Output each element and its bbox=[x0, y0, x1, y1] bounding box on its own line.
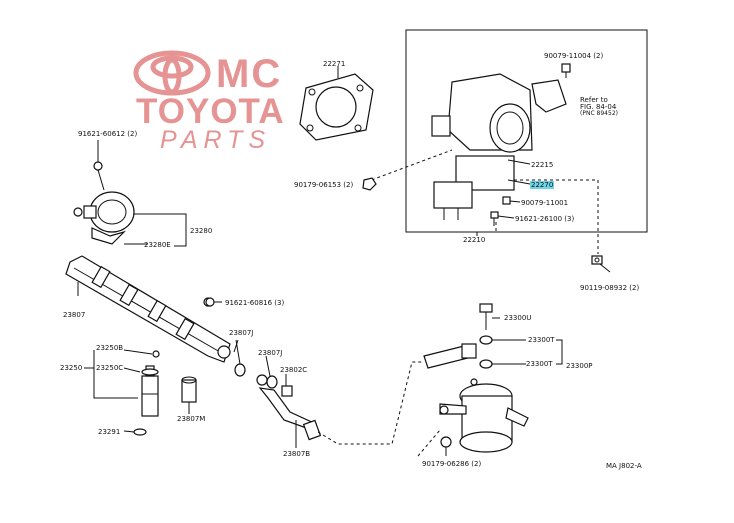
label-23300t-1: 23300T bbox=[528, 336, 555, 344]
label-91621-60612: 91621-60612 (2) bbox=[78, 130, 138, 138]
brand-parts: PARTS bbox=[160, 126, 272, 154]
bolt-91621-60816 bbox=[205, 297, 215, 307]
label-23300p: 23300P bbox=[566, 362, 593, 370]
label-90179-06153: 90179-06153 (2) bbox=[294, 181, 354, 189]
screw-90079-11001 bbox=[502, 196, 511, 205]
label-23250b: 23250B bbox=[96, 344, 124, 352]
nut-90179-06286 bbox=[440, 436, 452, 448]
screw-90079-11004 bbox=[561, 63, 571, 78]
screw-91621-26100 bbox=[490, 211, 499, 226]
label-90079-11004: 90079-11004 (2) bbox=[544, 52, 604, 60]
pressure-regulator-23280 bbox=[73, 140, 135, 245]
label-23291: 23291 bbox=[98, 428, 121, 436]
bolt-23300U bbox=[479, 303, 493, 330]
label-23807j-1: 23807J bbox=[229, 329, 254, 337]
label-ma-code: MA J802-A bbox=[606, 462, 642, 470]
gasket-22271 bbox=[299, 73, 374, 141]
fuel-delivery-pipe-23807 bbox=[65, 255, 231, 363]
brand-mc: MC bbox=[216, 52, 283, 96]
label-22271: 22271 bbox=[323, 60, 346, 68]
fuel-pump-23300P bbox=[439, 378, 529, 453]
throttle-body-22210 bbox=[431, 73, 567, 220]
label-refer-to: Refer to bbox=[580, 96, 608, 104]
label-91621-26100: 91621-26100 (3) bbox=[515, 215, 575, 223]
label-23250: 23250 bbox=[60, 364, 83, 372]
label-90179-06286: 90179-06286 (2) bbox=[422, 460, 482, 468]
fuel-hose-23300 bbox=[423, 343, 477, 369]
label-22270: 22270 bbox=[530, 181, 555, 189]
label-23280e: 23280E bbox=[144, 241, 171, 249]
nut-90179-06153 bbox=[362, 177, 377, 191]
throttle-body-group-box bbox=[405, 29, 648, 233]
toyota-logo-emblem bbox=[133, 50, 211, 96]
cushion-23807M bbox=[181, 376, 197, 403]
gasket-23300T-2 bbox=[479, 359, 493, 369]
insulator-23291 bbox=[133, 428, 147, 436]
fuel-injector-23250 bbox=[141, 350, 160, 417]
label-23280: 23280 bbox=[190, 227, 213, 235]
label-23802c: 23802C bbox=[280, 366, 308, 374]
gasket-23807J-2 bbox=[266, 375, 278, 389]
union-bolt-23802C bbox=[256, 374, 293, 397]
label-23250c: 23250C bbox=[96, 364, 124, 372]
label-22210: 22210 bbox=[463, 236, 486, 244]
label-23807: 23807 bbox=[63, 311, 86, 319]
label-23807b: 23807B bbox=[283, 450, 311, 458]
label-90079-11001: 90079-11001 bbox=[521, 199, 569, 207]
label-22270-text: 22270 bbox=[530, 181, 555, 189]
label-91621-60816: 91621-60816 (3) bbox=[225, 299, 285, 307]
label-23807m: 23807M bbox=[177, 415, 206, 423]
label-23300u: 23300U bbox=[504, 314, 532, 322]
label-22215: 22215 bbox=[531, 161, 554, 169]
label-pnc: (PNC 89452) bbox=[580, 110, 618, 117]
label-fig-ref: FIG. 84-04 bbox=[580, 103, 617, 111]
label-23807j-2: 23807J bbox=[258, 349, 283, 357]
brand-toyota: TOYOTA bbox=[136, 92, 285, 131]
fuel-pipe-23807B bbox=[258, 387, 322, 441]
label-90119-08932: 90119-08932 (2) bbox=[580, 284, 640, 292]
label-23300t-2: 23300T bbox=[526, 360, 553, 368]
bolt-90119-08932 bbox=[591, 255, 611, 273]
gasket-23807J-1 bbox=[234, 363, 246, 377]
gasket-23300T-1 bbox=[479, 335, 493, 345]
